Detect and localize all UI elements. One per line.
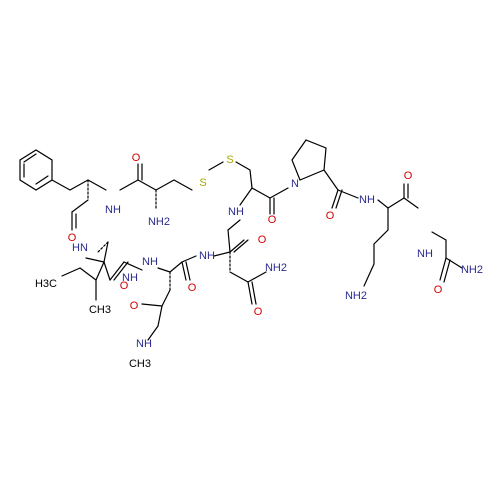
oxygen-label-7: O <box>258 234 267 246</box>
atom-labels: S S NH NH2 HN NH NH NH NH N NH NH NH2 NH… <box>35 152 483 370</box>
oxygen-label-5: O <box>404 170 413 182</box>
nh-label-gly: NH <box>417 248 433 260</box>
nh-label-gln: NH <box>142 256 158 268</box>
oxygen-label-1: O <box>132 152 141 164</box>
nh-label-methylamide: NH <box>136 338 152 350</box>
nh-label-dab: NH <box>359 194 375 206</box>
oxygen-label-8: O <box>254 306 263 318</box>
proline-ring <box>291 139 327 181</box>
methyl-label-amide: CH3 <box>129 358 151 370</box>
nh-label-cys: NH <box>105 204 121 216</box>
nh-label-asn: NH <box>199 250 215 262</box>
n-label-pro: N <box>291 178 299 190</box>
methyl-label-ile-a: H3C <box>35 278 57 290</box>
oxygen-label-11: O <box>130 300 139 312</box>
sulfur-label-2: S <box>226 154 233 166</box>
nh2-label-cys: NH2 <box>148 216 170 228</box>
methyl-label-ile-b: CH3 <box>89 304 111 316</box>
hn-label-phe: HN <box>72 242 88 254</box>
nh2-label-gly: NH2 <box>461 264 483 276</box>
nh2-label-asn: NH2 <box>265 262 287 274</box>
sulfur-label-1: S <box>199 177 206 189</box>
nh-label-cys6: NH <box>228 206 244 218</box>
nh2-label-dab: NH2 <box>345 290 367 302</box>
bonds <box>19 139 463 341</box>
oxygen-label-6: O <box>434 284 443 296</box>
oxygen-label-10: O <box>120 280 129 292</box>
oxygen-label-4: O <box>326 210 335 222</box>
oxygen-label-2: O <box>68 232 77 244</box>
nh-label-ile: NH <box>122 272 138 284</box>
oxygen-label-9: O <box>188 282 197 294</box>
oxygen-label-3: O <box>268 214 277 226</box>
